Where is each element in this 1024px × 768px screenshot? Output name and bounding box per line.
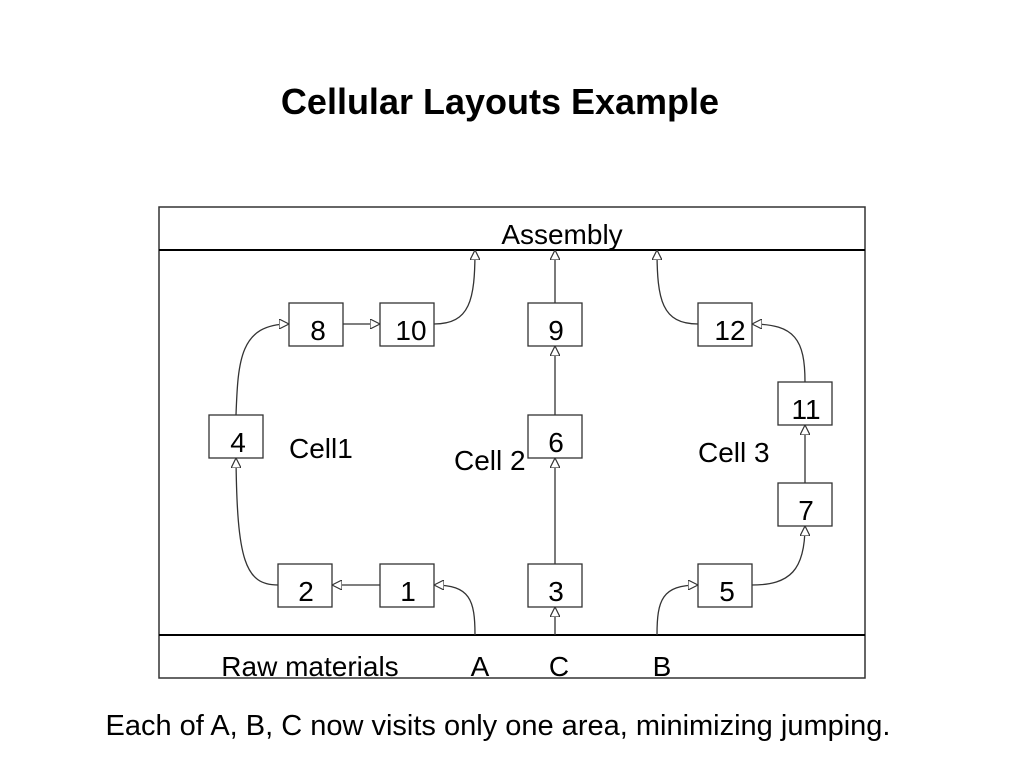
machine-1: 1 bbox=[379, 563, 435, 608]
arrow-b-to-5 bbox=[656, 585, 698, 636]
cell1-label: Cell1 bbox=[289, 433, 353, 464]
arrow-a-to-1 bbox=[434, 585, 476, 636]
input-a-label: A bbox=[471, 651, 490, 682]
machine-5-label: 5 bbox=[719, 576, 735, 607]
machine-8-label: 8 bbox=[310, 315, 326, 346]
machine-11: 11 bbox=[777, 381, 833, 426]
machine-3: 3 bbox=[527, 563, 583, 608]
machine-12-label: 12 bbox=[714, 315, 745, 346]
machine-7: 7 bbox=[777, 482, 833, 527]
machine-6: 6 bbox=[527, 414, 583, 459]
arrow-5-to-7 bbox=[751, 526, 805, 586]
cell2-label: Cell 2 bbox=[454, 445, 526, 476]
machine-2-label: 2 bbox=[298, 576, 314, 607]
arrow-4-to-8 bbox=[235, 324, 289, 416]
assembly-label: Assembly bbox=[501, 219, 622, 250]
machine-4-label: 4 bbox=[230, 427, 246, 458]
arrow-11-to-12 bbox=[752, 324, 806, 383]
input-c-label: C bbox=[549, 651, 569, 682]
machine-5: 5 bbox=[697, 563, 753, 608]
input-b-label: B bbox=[653, 651, 672, 682]
machine-12: 12 bbox=[697, 302, 753, 347]
machine-9: 9 bbox=[527, 302, 583, 347]
slide-caption: Each of A, B, C now visits only one area… bbox=[105, 710, 891, 742]
machine-2: 2 bbox=[277, 563, 333, 608]
machine-3-label: 3 bbox=[548, 576, 564, 607]
machine-6-label: 6 bbox=[548, 427, 564, 458]
slide-title: Cellular Layouts Example bbox=[280, 81, 720, 122]
plant-floor-frame bbox=[158, 206, 866, 679]
machine-10: 10 bbox=[379, 302, 435, 347]
arrow-10-to-assembly bbox=[433, 250, 475, 325]
machine-8: 8 bbox=[288, 302, 344, 347]
raw-materials-label: Raw materials bbox=[221, 651, 398, 682]
cell3-label: Cell 3 bbox=[698, 437, 770, 468]
machine-9-label: 9 bbox=[548, 315, 564, 346]
machine-7-label: 7 bbox=[798, 495, 814, 526]
machine-4: 4 bbox=[208, 414, 264, 459]
machine-1-label: 1 bbox=[400, 576, 416, 607]
machine-11-label: 11 bbox=[791, 394, 820, 425]
arrow-2-to-4 bbox=[236, 458, 279, 586]
machine-10-label: 10 bbox=[395, 315, 426, 346]
arrow-12-to-assembly bbox=[657, 250, 699, 325]
